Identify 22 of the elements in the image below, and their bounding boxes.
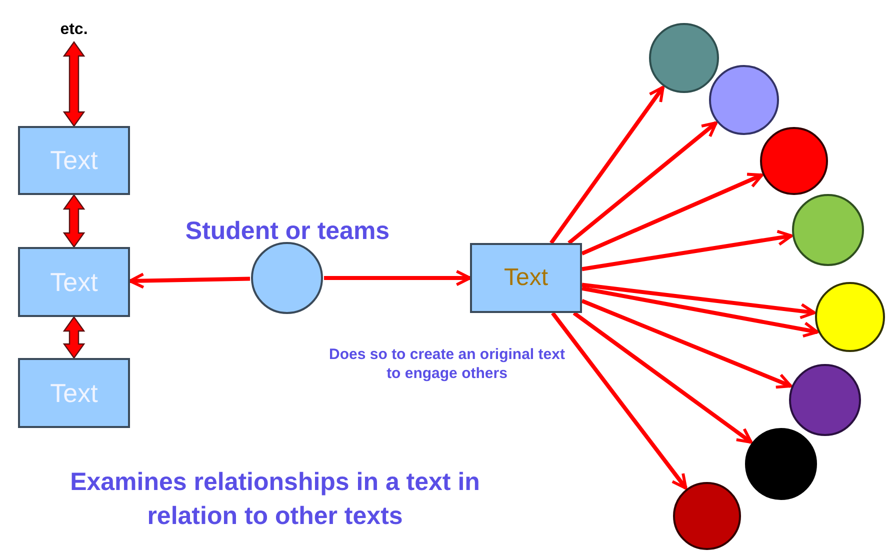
text-box: Text xyxy=(18,358,130,428)
text-box: Text xyxy=(470,243,582,313)
node-label: Does so to create an original text to engage others xyxy=(328,346,566,384)
text-box: Text xyxy=(18,247,130,317)
arrow xyxy=(582,282,816,320)
arrow xyxy=(550,86,665,244)
arrow xyxy=(128,272,250,289)
arrow xyxy=(581,299,792,389)
arrow xyxy=(324,270,472,286)
text-box: Text xyxy=(18,126,130,195)
etc-text: etc. xyxy=(52,18,96,42)
double-arrow xyxy=(62,316,86,360)
double-arrow xyxy=(62,40,86,128)
caption: Examines relationships in a text in relation to other texts xyxy=(69,467,481,532)
node-label: Student or teams xyxy=(184,216,391,247)
double-arrow xyxy=(62,194,86,248)
arrow xyxy=(568,121,718,245)
arrow xyxy=(582,286,819,338)
arrow xyxy=(582,230,793,272)
arrow xyxy=(551,312,688,490)
arrow xyxy=(572,311,753,444)
arrow xyxy=(581,172,764,256)
